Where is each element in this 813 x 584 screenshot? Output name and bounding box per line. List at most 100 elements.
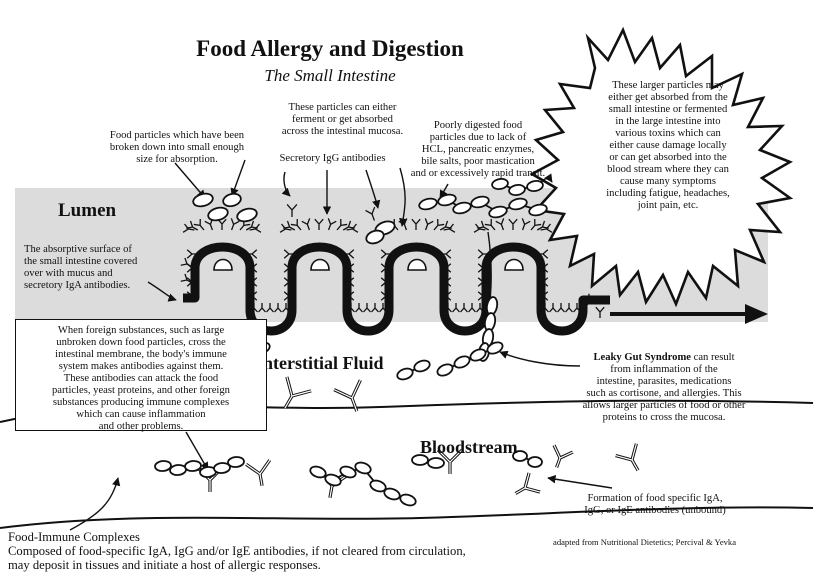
antibody xyxy=(186,277,198,287)
antibody xyxy=(266,303,274,313)
antibody xyxy=(290,219,302,231)
antibody xyxy=(440,291,452,301)
food-particle xyxy=(491,177,509,191)
antibody xyxy=(283,263,295,273)
antibody xyxy=(537,263,549,273)
antibody xyxy=(355,303,363,313)
leaky-gut-title: Leaky Gut Syndrome xyxy=(593,352,691,363)
antibody xyxy=(180,273,193,284)
antibody xyxy=(246,291,258,301)
antibody xyxy=(443,223,456,233)
food-particle xyxy=(436,363,454,377)
antibody-large xyxy=(515,472,541,495)
antibody xyxy=(460,303,468,313)
note-food-particles: Food particles which have been broken do… xyxy=(109,130,245,165)
food-particle xyxy=(486,341,504,355)
antibody-large xyxy=(615,443,639,471)
food-particle xyxy=(383,487,401,501)
antibody xyxy=(484,219,496,231)
food-particle xyxy=(508,183,526,197)
label-interstitial-fluid: Interstitial Fluid xyxy=(256,353,384,373)
page-title: Food Allergy and Digestion xyxy=(196,36,464,61)
complexes-title: Food-Immune Complexes xyxy=(8,530,140,544)
antibody xyxy=(380,291,392,301)
antibody xyxy=(541,303,549,313)
antibody xyxy=(193,219,205,231)
food-particle xyxy=(236,207,258,223)
antibody xyxy=(336,219,348,231)
antibody xyxy=(495,218,505,231)
antibody-large xyxy=(437,449,463,474)
antibody xyxy=(327,218,337,231)
food-particle xyxy=(528,203,548,217)
food-particle xyxy=(227,456,245,468)
food-particle xyxy=(437,193,457,207)
antibody xyxy=(477,263,489,273)
label-bloodstream: Bloodstream xyxy=(420,437,518,457)
antibody xyxy=(411,218,421,230)
note-larger-particles: These larger particles may either get ab… xyxy=(606,80,730,211)
antibody xyxy=(537,249,549,259)
antibody xyxy=(573,303,581,313)
note-ferment-or-absorb: These particles can either ferment or ge… xyxy=(281,102,404,137)
antibody xyxy=(301,218,311,231)
antibody xyxy=(246,263,258,273)
antibody xyxy=(468,303,476,313)
antibody xyxy=(343,249,355,259)
antibody xyxy=(379,303,387,313)
antibody xyxy=(186,249,198,259)
antibody xyxy=(363,303,371,313)
antibody xyxy=(537,291,549,301)
antibody xyxy=(477,277,489,287)
antibody xyxy=(314,218,324,230)
antibody xyxy=(283,291,295,301)
antibody xyxy=(186,220,199,231)
antibody xyxy=(549,303,557,313)
antibody xyxy=(521,218,531,231)
antibody xyxy=(274,303,282,313)
antibody xyxy=(565,303,573,313)
food-particle xyxy=(452,201,472,215)
antibody xyxy=(258,303,266,313)
food-particle xyxy=(527,456,543,468)
flow-arrowhead xyxy=(745,304,768,324)
antibody-large xyxy=(245,459,271,486)
antibody xyxy=(440,249,452,259)
antibody xyxy=(230,218,240,231)
antibody-large xyxy=(553,444,574,468)
page-subtitle: The Small Intestine xyxy=(264,66,396,85)
food-particle xyxy=(222,192,242,208)
goblet-cells xyxy=(213,258,524,271)
food-particle xyxy=(213,462,231,474)
food-particle xyxy=(324,473,342,487)
antibody xyxy=(508,218,518,230)
antibody xyxy=(424,218,434,231)
food-particle xyxy=(526,179,544,193)
antibody xyxy=(444,303,452,313)
antibody xyxy=(283,277,295,287)
food-particle xyxy=(154,460,172,472)
complexes-body: Composed of food-specific IgA, IgG and/o… xyxy=(8,544,466,573)
note-secretory-igg: Secretory IgG antibodies xyxy=(279,153,386,164)
antibody xyxy=(452,303,460,313)
antibody xyxy=(180,257,193,268)
food-particle xyxy=(488,205,508,219)
food-particle xyxy=(396,367,414,381)
food-particle xyxy=(184,460,202,472)
food-particle xyxy=(339,465,357,479)
note-absorptive-surface: The absorptive surface of the small inte… xyxy=(24,244,138,291)
antibody xyxy=(343,277,355,287)
antibody-large xyxy=(333,379,361,412)
bloodstream-wall-bottom xyxy=(0,506,813,529)
leaky-gut-body: can result from inflammation of the inte… xyxy=(582,352,746,423)
food-particle xyxy=(413,359,431,373)
foreign-substances-box: When foreign substances, such as large u… xyxy=(15,319,267,432)
antibody xyxy=(440,277,452,287)
food-particle xyxy=(512,450,528,462)
antibody xyxy=(186,291,198,301)
antibody xyxy=(476,303,484,313)
antibody xyxy=(249,223,262,233)
food-particle xyxy=(508,197,528,211)
note-antibody-formation: Formation of food specific IgA, IgG, or … xyxy=(584,493,726,516)
